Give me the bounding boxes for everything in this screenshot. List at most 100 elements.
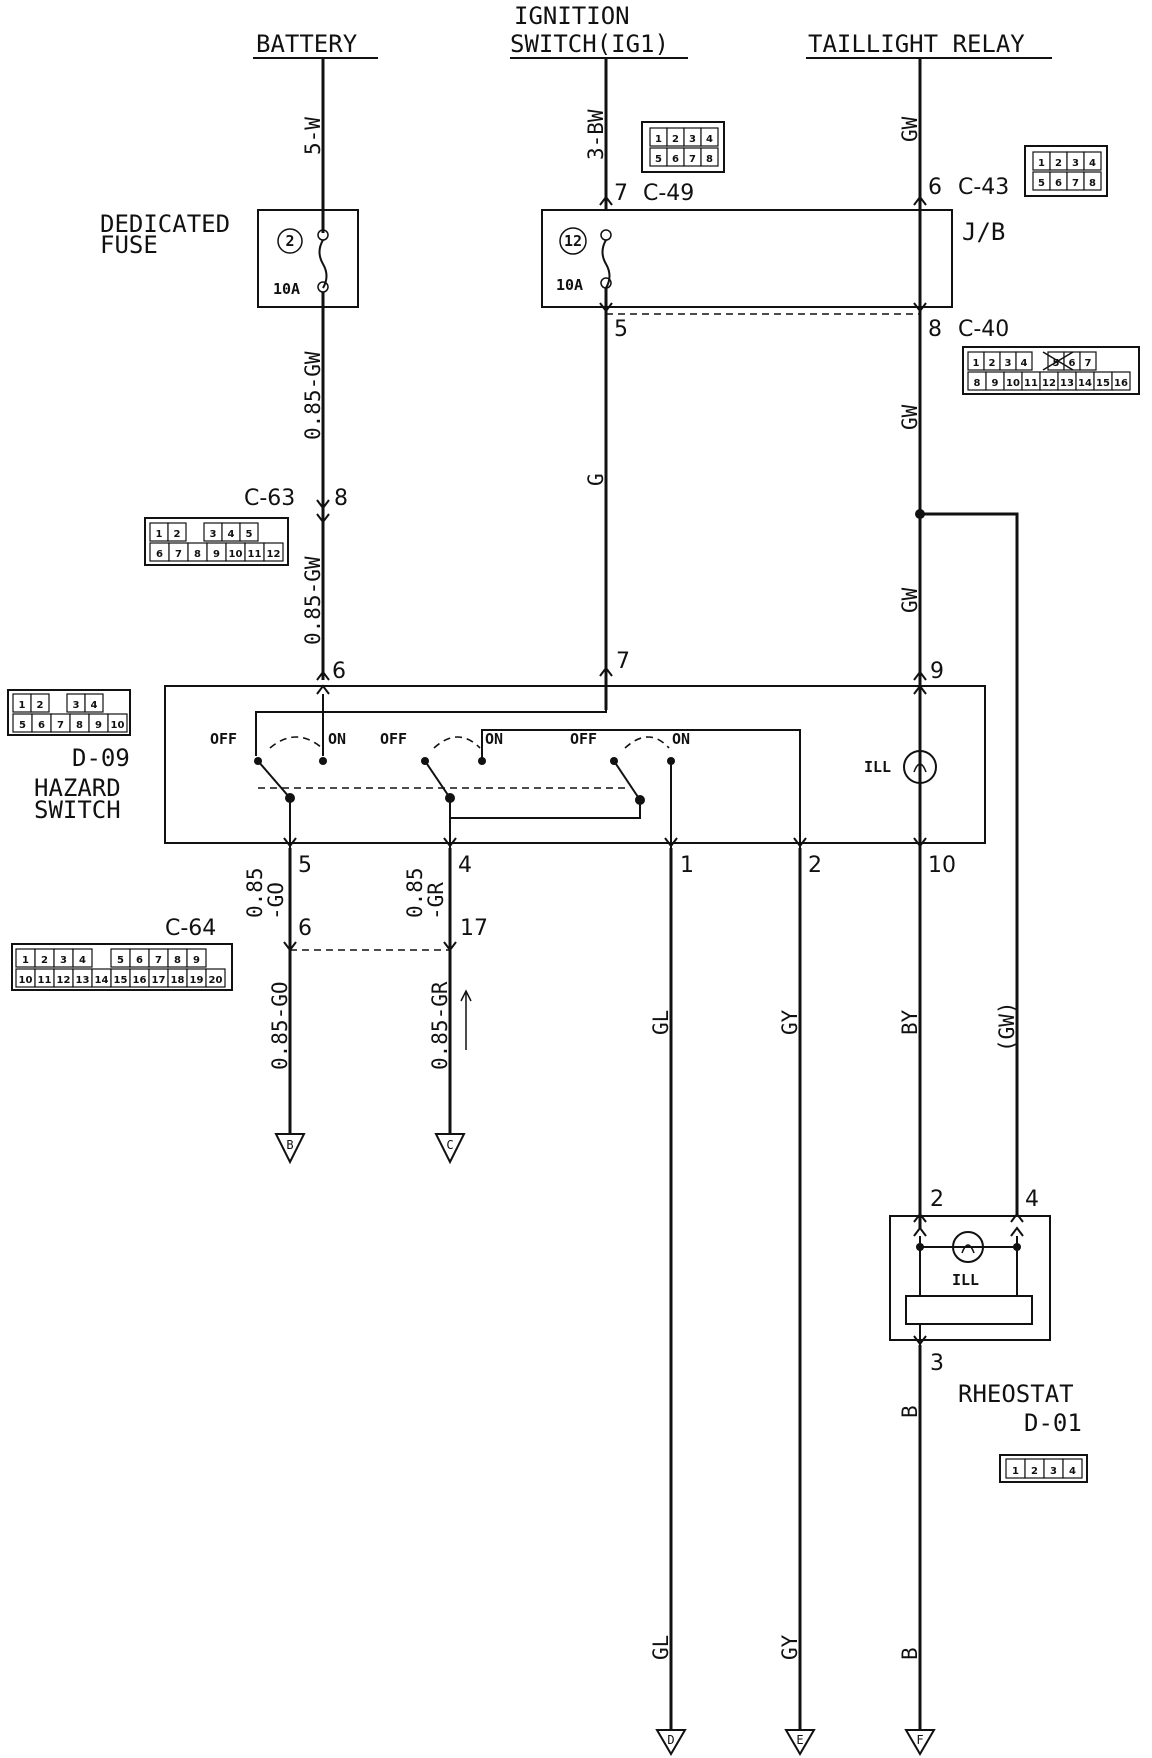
sw-pin1-arrow [664,837,678,848]
c40-arrow-right [913,302,927,313]
connector-pin-cell [1079,351,1097,371]
connector-pin-number: 9 [213,549,220,560]
connector-pin-number: 3 [210,529,217,540]
gw-branch-wire [920,512,1019,1216]
connector-pin-number: 1 [19,700,26,711]
c64-arrow-go [283,941,297,952]
connector-pin-number: 8 [1089,178,1096,189]
connector-pin-cell [205,968,226,988]
junction-block-box [541,209,953,308]
connector-pin-cell [700,147,719,167]
connector-pin-number: 3 [1005,358,1012,369]
connector-pin-number: 12 [57,975,71,986]
connector-pin-number: 2 [37,700,44,711]
connector-pin-number: 7 [689,154,696,165]
jb-label: J/B [962,218,1005,246]
sw-pin2-arrow [793,837,807,848]
c43-arrow-up [913,195,927,206]
connector-pin-number: 2 [1031,1466,1038,1477]
sw-pin4-arrow [443,837,457,848]
connector-pin-number: 14 [95,975,109,986]
sw1-blade [257,760,291,799]
connector-pin-cell [700,127,719,147]
c49-label: C-49 [643,181,694,206]
wire-label-gl-b: GL [649,1635,673,1660]
pin-4-rheostat: 4 [1025,1187,1039,1212]
connector-pin-number: 1 [156,529,163,540]
wire-label-085gr-a-2: -GR [424,882,448,920]
rh-pin2-arrow-2 [913,1226,927,1237]
terminal-e-label: E [796,1733,803,1747]
connector-pin-number: 7 [155,955,162,966]
ill-lamp-icon [903,750,937,784]
connector-pin-number: 4 [1021,358,1028,369]
connector-pin-cell [84,693,104,713]
connector-pin-number: 6 [136,955,143,966]
wire-label-085go-a-1: 0.85 [243,867,267,918]
wire-label-gw-a: GW [898,116,922,142]
sw-pin9-arrow-2 [913,684,927,695]
wire-label-3bw: 3-BW [584,109,608,160]
connector-pin-number: 9 [95,720,102,731]
rheostat-resistor [905,1295,1033,1325]
connector-pin-number: 6 [38,720,45,731]
connector-pin-number: 8 [174,955,181,966]
pin-3-rheostat: 3 [930,1351,944,1376]
wire-label-085go-a-2: -GO [264,882,288,920]
connector-pin-cell [1083,171,1102,191]
connector-pin-number: 4 [228,529,235,540]
wire-label-5w: 5-W [301,117,325,155]
rh-pin4-arrow [1010,1212,1024,1223]
sw2-blade [424,760,451,799]
connector-pin-number: 4 [1089,158,1096,169]
connector-pin-number: 12 [267,549,281,560]
connector-pin-number: 11 [248,549,262,560]
battery-label: BATTERY [256,30,358,58]
connector-pin-number: 4 [91,700,98,711]
connector-pin-number: 17 [152,975,166,986]
connector-pin-number: 6 [672,154,679,165]
c63-arrow-down-2 [316,513,330,524]
rheostat-ill-label: ILL [952,1271,979,1289]
wire-label-085go-b: 0.85-GO [268,981,292,1070]
wire-label-gw-c: GW [898,587,922,613]
wire-label-085gw-a: 0.85-GW [301,351,325,440]
jb-fuse-terminal-top [600,229,612,241]
connector-pin-cell [1062,1458,1083,1479]
terminal-f-label: F [916,1733,923,1747]
connector-pin-number: 4 [79,955,86,966]
connector-pin-cell [167,522,187,542]
pin-5-c40: 5 [614,317,628,342]
connector-pin-number: 8 [974,378,981,389]
connector-pin-number: 2 [672,134,679,145]
connector-pin-number: 2 [1055,158,1062,169]
terminal-c-icon [434,1133,466,1165]
rh-left-dot [916,1243,924,1251]
connector-pin-cell [1083,151,1102,171]
connector-pin-number: 18 [171,975,185,986]
pin-10-switch: 10 [928,853,956,878]
pin-2-switch: 2 [808,853,822,878]
wire-label-085gr-a-1: 0.85 [403,867,427,918]
pin-8-c63: 8 [334,486,348,511]
rh-pin3-arrow [913,1335,927,1346]
connector-pin-number: 2 [41,955,48,966]
pin-8-c40: 8 [928,317,942,342]
connector-pin-cell [30,693,50,713]
connector-pin-number: 13 [76,975,90,986]
terminal-d-icon [655,1729,687,1756]
rheostat-label: RHEOSTAT [958,1380,1074,1408]
sw3-on-label: ON [672,730,690,748]
connector-pin-cell [239,522,259,542]
connector-pin-number: 2 [174,529,181,540]
connector-pin-number: 10 [111,720,125,731]
connector-pin-number: 11 [38,975,52,986]
sw3-blade [613,760,641,801]
